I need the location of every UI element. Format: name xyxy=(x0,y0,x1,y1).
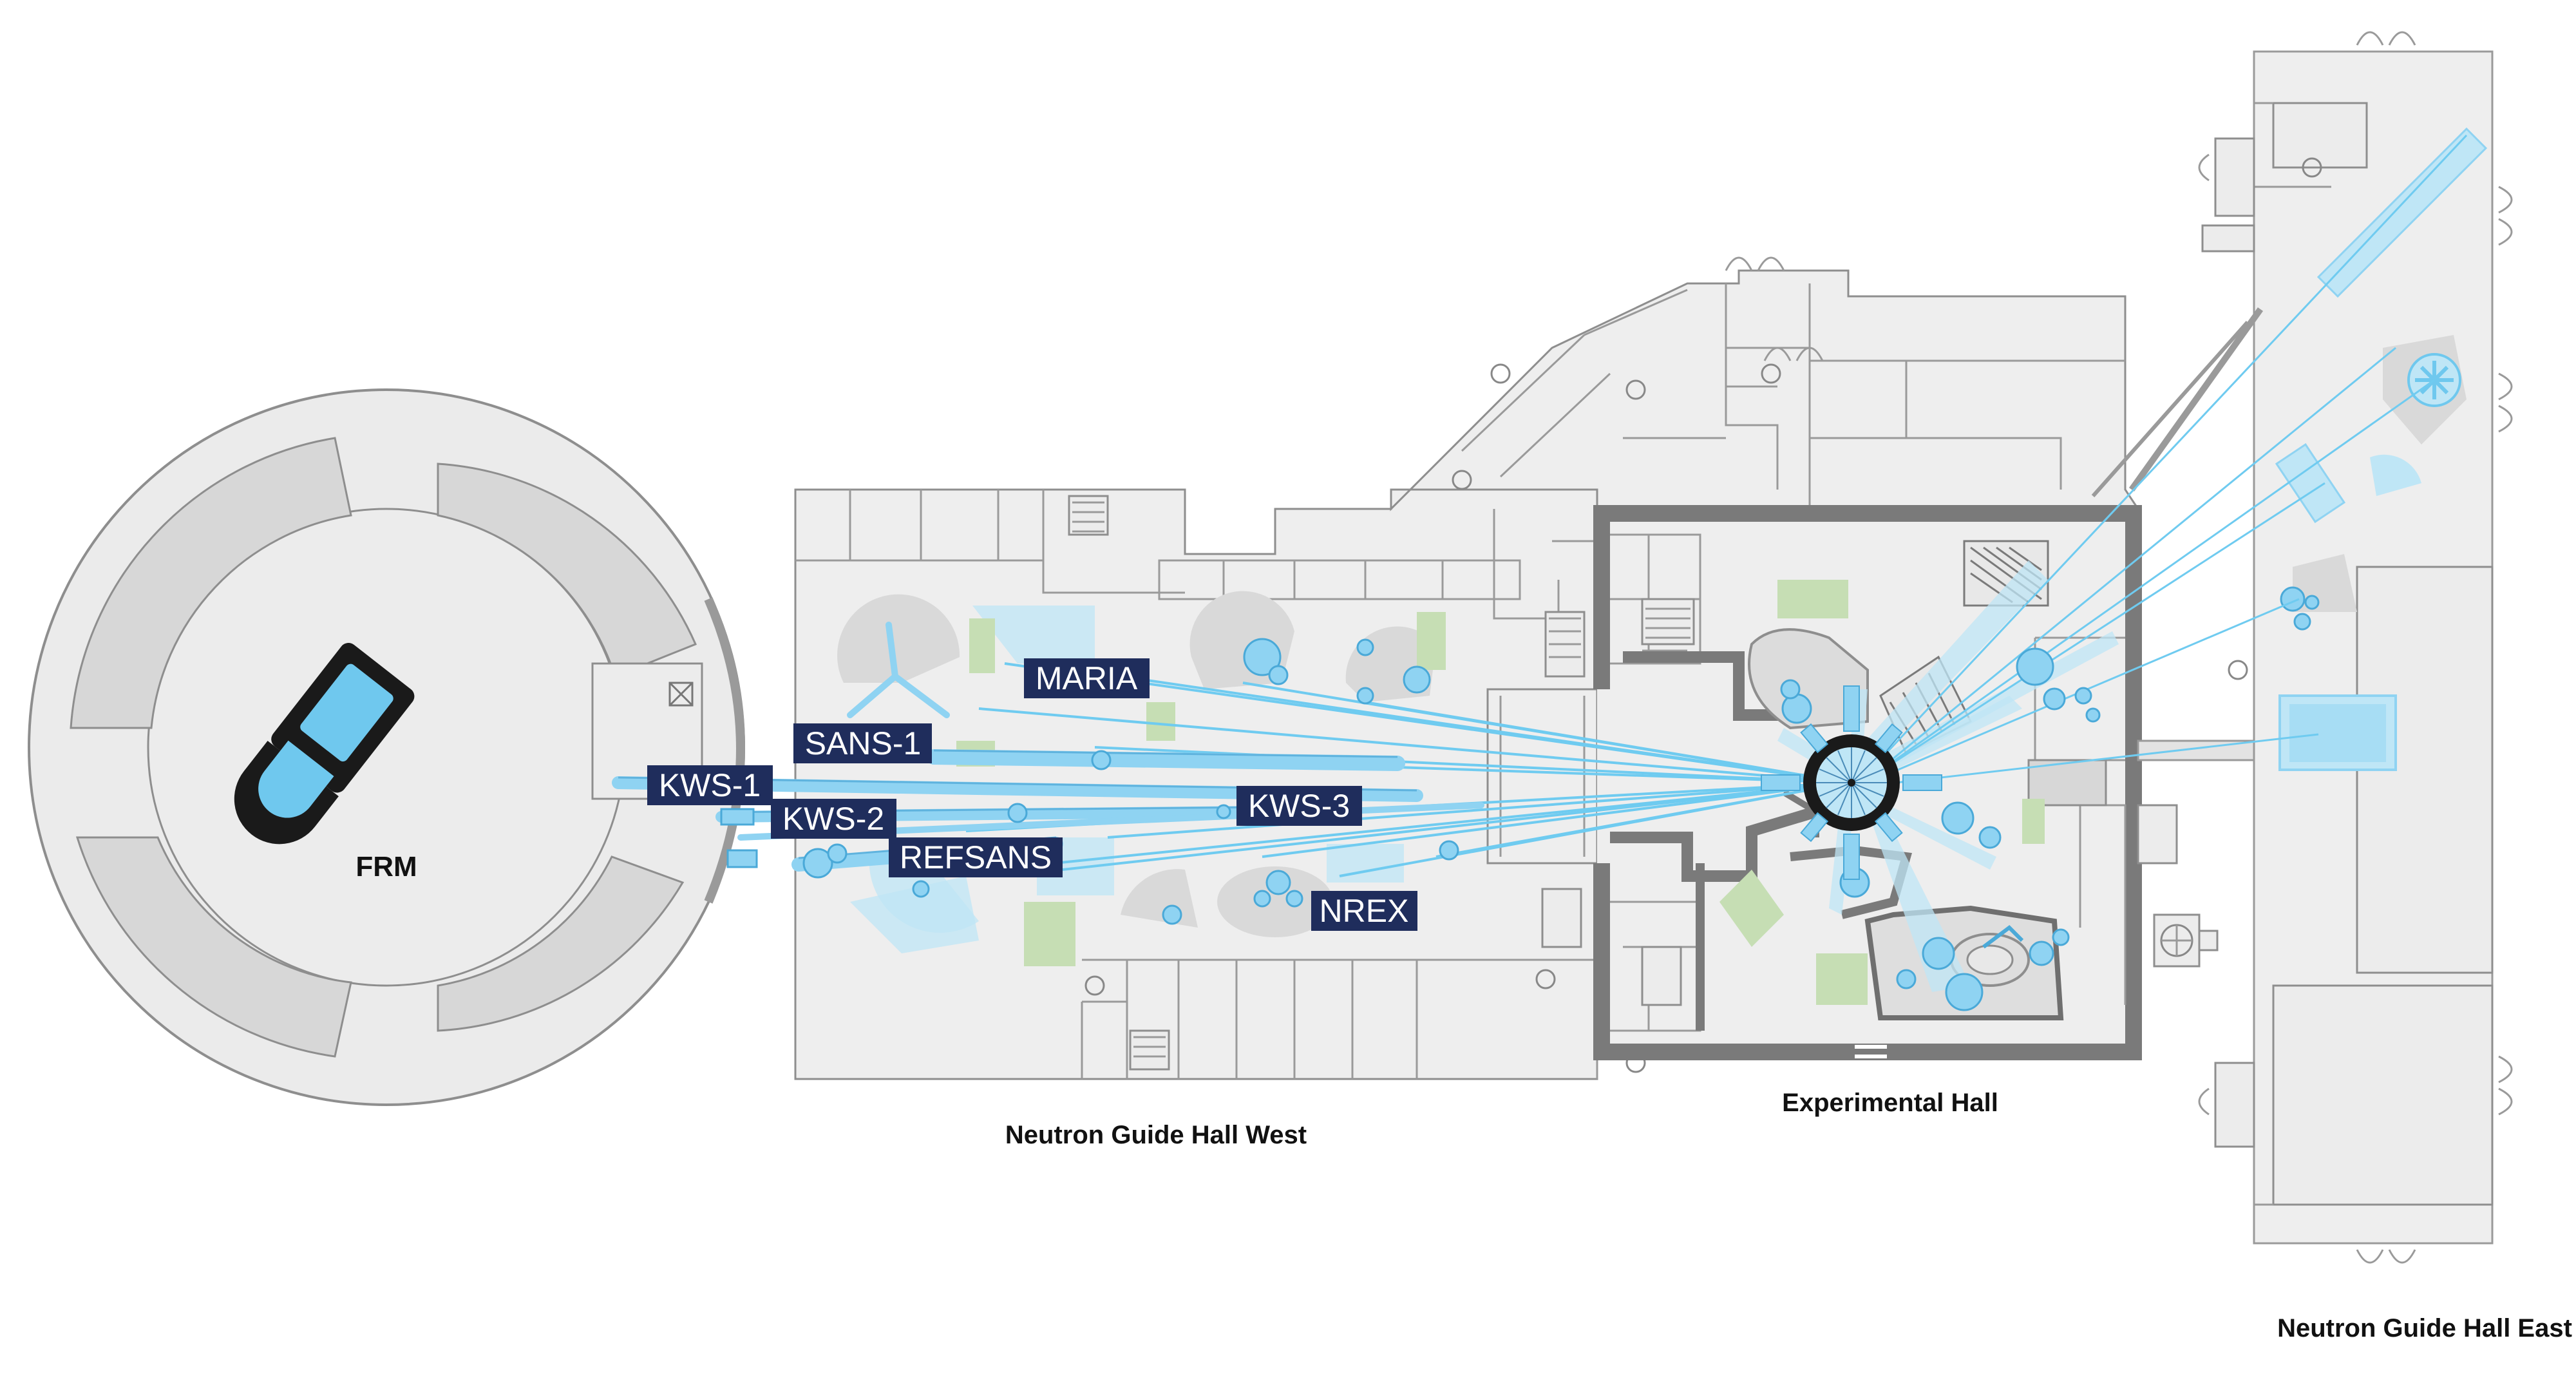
guide-hall-east xyxy=(2198,31,2513,1264)
instrument-label-kws-2: KWS-2 xyxy=(771,799,896,839)
reactor-label: FRM xyxy=(355,851,417,883)
svg-text:REFSANS: REFSANS xyxy=(900,839,1052,875)
svg-text:MARIA: MARIA xyxy=(1036,660,1138,696)
reactor-core-icon xyxy=(234,642,415,845)
reactor-building: FRM xyxy=(28,388,745,1106)
svg-text:KWS-2: KWS-2 xyxy=(782,801,884,837)
svg-text:NREX: NREX xyxy=(1320,893,1409,929)
svg-text:SANS-1: SANS-1 xyxy=(805,725,922,761)
hall-label-west: Neutron Guide Hall West xyxy=(1005,1121,1307,1149)
hall-label-experimental: Experimental Hall xyxy=(1782,1089,1998,1117)
instrument-label-refsans: REFSANS xyxy=(889,837,1063,877)
instrument-label-maria: MARIA xyxy=(1024,658,1150,698)
instrument-label-kws-1: KWS-1 xyxy=(647,765,773,805)
instrument-label-kws-3: KWS-3 xyxy=(1236,786,1362,826)
instrument-label-sans-1: SANS-1 xyxy=(793,723,932,763)
source-star-icon xyxy=(1761,685,1942,880)
hall-label-east: Neutron Guide Hall East xyxy=(2277,1314,2572,1342)
svg-text:KWS-1: KWS-1 xyxy=(659,767,761,803)
instrument-label-nrex: NREX xyxy=(1311,891,1417,931)
svg-text:KWS-3: KWS-3 xyxy=(1248,788,1350,824)
